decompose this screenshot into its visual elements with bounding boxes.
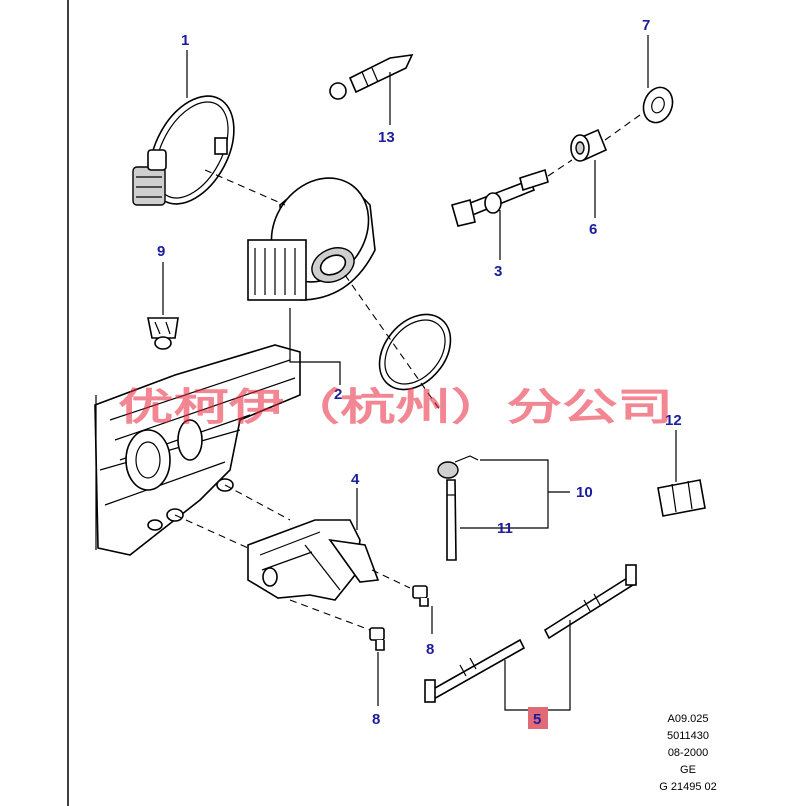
assembly-line [174,514,249,549]
callout-6: 6 [589,221,597,238]
lever-bracket-part [247,519,380,601]
selector-rod-upper [543,564,638,640]
gearbox-housing [94,344,301,556]
callout-3: 3 [494,263,502,280]
ref-line-4: GE [680,764,696,776]
pin-part [329,54,414,100]
bolt-part-upper [412,585,429,607]
callout-1: 1 [181,32,189,49]
callout-5-highlight [528,707,548,729]
clip-part [147,317,179,350]
watermark-text: 优柯伊（杭州）分公司 [118,385,673,429]
clamp-band-part [132,95,235,206]
assembly-line [547,159,573,177]
bolt-part-lower [369,627,385,651]
callout-7: 7 [642,17,650,34]
assembly-line [204,169,286,206]
ref-line-3: 08-2000 [668,747,708,759]
assembly-line [289,599,371,631]
o-ring-part [378,313,452,391]
cover-clip-part [657,479,706,517]
assembly-line [344,274,441,411]
callout-12: 12 [665,412,682,429]
callout-labels: 1 2 3 4 5 6 7 8 8 9 10 11 12 13 [157,17,682,729]
shaft-part [451,168,549,227]
release-bearing-part [247,177,376,301]
star-washer-part [642,86,674,124]
callout-11: 11 [497,520,513,537]
assembly-line [604,114,641,141]
selector-rod-lower [424,638,526,703]
callout-8-lower: 8 [372,711,380,728]
callout-13: 13 [378,129,395,146]
detent-part [437,455,479,561]
callout-5: 5 [533,711,541,728]
bushing-part [570,128,608,162]
callout-10: 10 [576,484,593,501]
ref-line-2: 5011430 [667,730,709,742]
callout-2: 2 [334,386,342,403]
reference-block: A09.025 5011430 08-2000 GE G 21495 02 [659,713,717,793]
callout-9: 9 [157,243,165,260]
callout-4: 4 [351,471,360,488]
assembly-line [224,484,291,521]
ref-line-1: A09.025 [668,713,709,725]
ref-line-5: G 21495 02 [659,781,717,793]
callout-8-upper: 8 [426,641,434,658]
